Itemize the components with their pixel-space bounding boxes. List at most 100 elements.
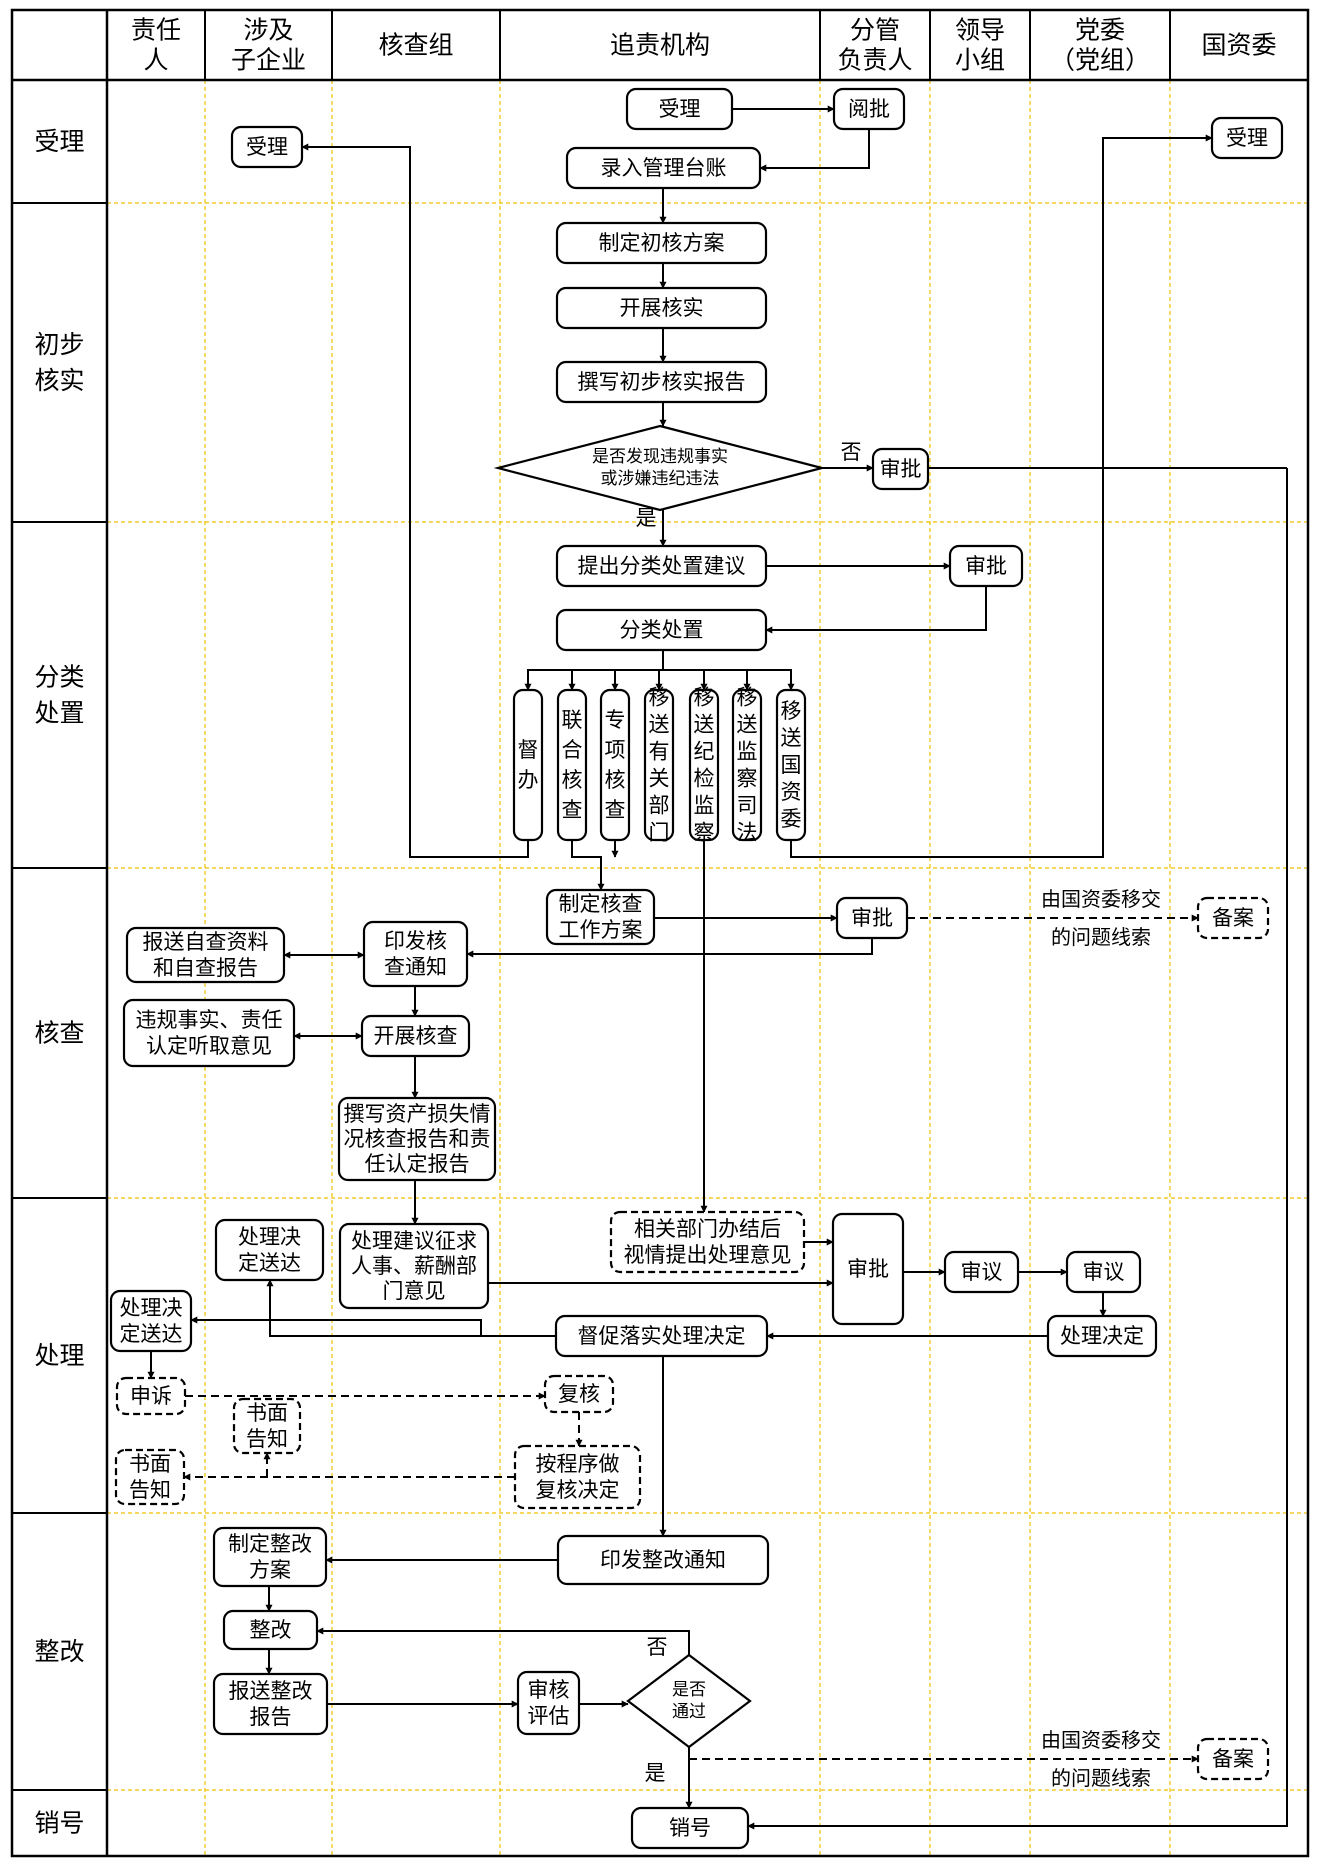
node-text: 委 [781,807,802,831]
process-shape [338,1222,490,1310]
node-text: 部 [649,794,670,818]
process-shape [1046,1314,1158,1358]
node-text: 和自查报告 [153,956,258,980]
lane-header-text: 子企业 [231,46,306,75]
optional-process-shape [543,1374,615,1414]
node-n_slA: 受理 [625,87,734,131]
node-text: 送 [694,713,715,737]
node-n_ss: 申诉 [115,1376,187,1416]
phase-label-p6: 整改 [34,1637,84,1666]
lane-header-text: 追责机构 [610,31,710,60]
process-shape [775,688,807,842]
optional-process-shape [513,1444,642,1510]
node-text: 视情提出处理意见 [624,1243,792,1267]
node-n_kzhc: 开展核查 [360,1014,471,1058]
phase-label-text: 核查 [34,1019,84,1048]
node-text: 违规事实、责任 [136,1008,283,1032]
node-text: 审议 [961,1260,1003,1284]
node-text: 制定核查 [559,892,643,916]
phase-label-text: 处置 [34,699,84,728]
lane-header-text: 分管 [850,16,900,45]
process-shape [831,1212,905,1326]
node-text: 撰写初步核实报告 [578,370,746,394]
process-shape [222,1609,319,1651]
node-text: 督促落实处理决定 [578,1324,746,1348]
process-shape [630,1806,750,1850]
node-text: 处理决 [120,1296,183,1320]
node-n_lr: 录入管理台账 [565,146,762,190]
node-n_sp4: 审批 [831,1212,905,1326]
process-shape [555,544,768,588]
phase-label-p3: 分类处置 [34,663,84,728]
node-text: 工作方案 [559,918,643,942]
phase-label-p7: 销号 [34,1809,84,1838]
node-text: 复核决定 [536,1478,620,1502]
process-shape [555,608,768,652]
lane-header-text: 涉及 [243,16,293,45]
node-n_slB: 受理 [230,125,304,169]
node-text: 开展核查 [374,1024,458,1048]
node-text: 监 [737,740,758,764]
node-text: 受理 [246,135,288,159]
node-text: 制定整改 [228,1532,312,1556]
connector [765,586,987,634]
node-text: 人事、薪酬部 [351,1254,477,1278]
node-text: 察 [737,767,758,791]
lane-header-l4: 追责机构 [610,31,710,60]
lane-header-text: 小组 [955,46,1005,75]
process-shape [688,688,720,842]
process-shape [554,1314,769,1358]
edge-label-no1: 否 [841,440,862,464]
process-shape [565,146,762,190]
node-text: 录入管理台账 [601,156,727,180]
node-text: 评估 [528,1704,570,1728]
process-shape [555,221,768,265]
annotation-text: 由国资委移交 [1041,887,1161,911]
decision-shape [493,424,827,512]
process-shape [555,286,768,330]
process-shape [832,87,906,131]
node-text: 检 [694,767,715,791]
lane-header-text: 党委 [1075,16,1125,45]
node-text: 送 [737,713,758,737]
connector [759,129,870,172]
node-text: 是否发现违规事实 [592,447,728,467]
process-nodes: 受理阅批受理受理录入管理台账制定初核方案开展核实撰写初步核实报告是否发现违规事实… [109,87,1284,1850]
phase-label-p2: 初步核实 [34,330,84,395]
process-shape [731,688,763,842]
node-text: 定送达 [120,1322,183,1346]
node-text: 撰写资产损失情 [344,1102,491,1126]
node-text: 按程序做 [536,1452,620,1476]
node-text: 联 [562,708,583,732]
node-text: 分类处置 [620,618,704,642]
optional-process-shape [609,1210,806,1274]
node-text: 印发核 [384,929,447,953]
node-text: 关 [649,767,670,791]
node-text: 任认定报告 [365,1152,470,1176]
node-n_kz: 开展核实 [555,286,768,330]
process-shape [214,1218,325,1282]
process-shape [835,896,909,940]
lane-header-text: 责任 [131,16,181,45]
phase-label-p4: 核查 [34,1019,84,1048]
node-text: 报送整改 [229,1679,313,1703]
node-text: 送 [781,726,802,750]
process-shape [599,688,631,842]
process-shape [516,1670,581,1736]
node-text: 专 [605,708,626,732]
node-text: 纪 [694,740,715,764]
node-n_zx: 撰写初步核实报告 [555,360,768,404]
node-text: 备案 [1212,1747,1254,1771]
connector [655,669,663,691]
